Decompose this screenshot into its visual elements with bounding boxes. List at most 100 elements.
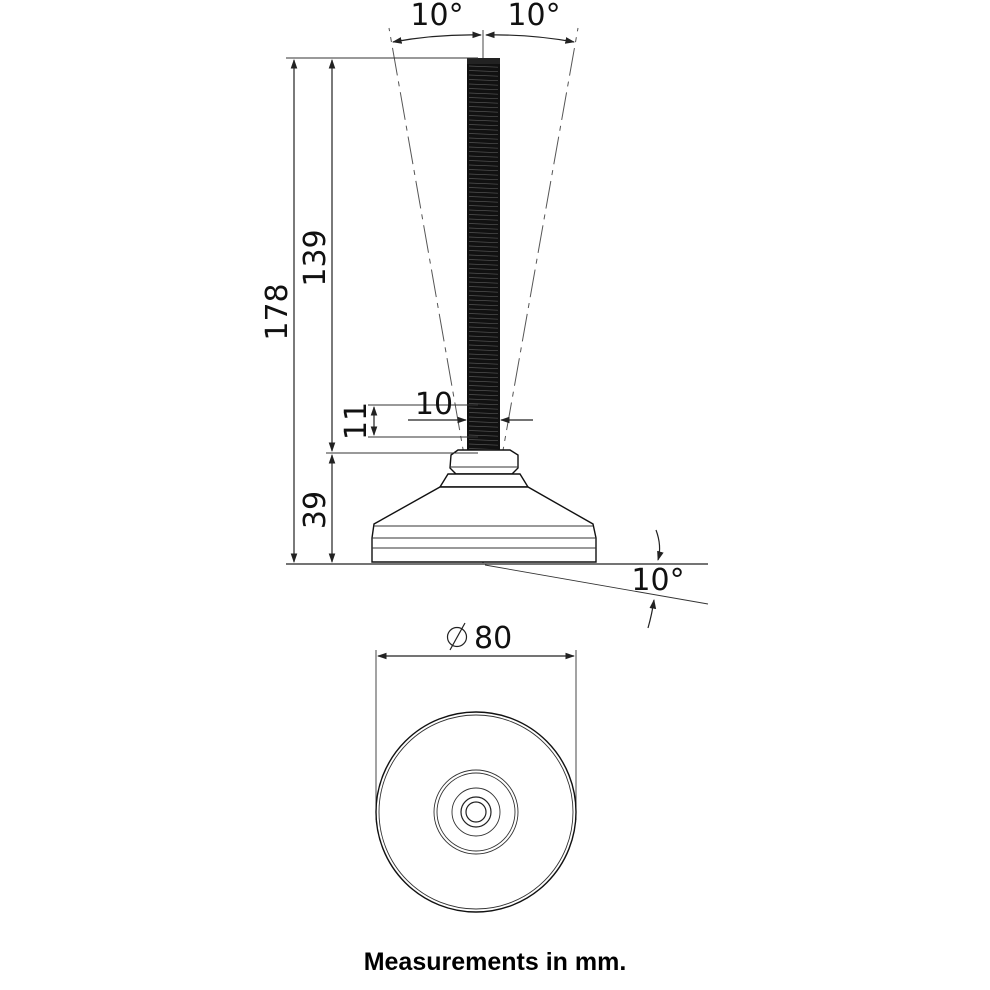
thread-ridge <box>468 421 499 424</box>
thread-ridge <box>468 155 499 158</box>
bolt-hole-outer <box>460 796 492 828</box>
thread-ridge <box>468 169 499 172</box>
thread-ridge <box>468 299 499 302</box>
thread-ridge <box>468 223 499 226</box>
thread-ridge <box>468 119 499 122</box>
hub-outer-circle <box>433 769 519 855</box>
thread-ridge <box>468 416 499 419</box>
thread-diameter-label: 10 <box>415 387 453 422</box>
thread-ridge <box>468 385 499 388</box>
tilt-angle-line <box>484 564 709 605</box>
stud-tip <box>467 58 500 64</box>
thread-ridge <box>468 308 499 311</box>
thread-ridge <box>468 371 499 374</box>
thread-ridge <box>468 133 499 136</box>
thread-ridge <box>468 425 499 428</box>
side-view: 178 139 39 11 10 10° 10° 10° <box>260 0 709 629</box>
thread-ridge <box>468 335 499 338</box>
thread-ridge <box>468 205 499 208</box>
thread-ridge <box>468 317 499 320</box>
thread-ridge <box>468 389 499 392</box>
thread-ridge <box>468 304 499 307</box>
thread-ridge <box>468 232 499 235</box>
thread-ridge <box>468 178 499 181</box>
thread-ridge <box>468 92 499 95</box>
thread-ridge <box>468 245 499 248</box>
thread-ridge <box>468 227 499 230</box>
thread-length-label: 139 <box>298 229 333 286</box>
thread-ridge <box>468 146 499 149</box>
thread-ridge <box>468 263 499 266</box>
thread-ridge <box>468 259 499 262</box>
thread-ridge <box>468 353 499 356</box>
thread-ridge <box>468 106 499 109</box>
ball-joint-collar <box>449 449 519 475</box>
thread-pattern <box>468 65 499 451</box>
angle-right-arc <box>485 31 575 44</box>
thread-ridge <box>468 439 499 442</box>
base-foot <box>371 486 597 563</box>
angle-left-label: 10° <box>410 0 463 33</box>
thread-ridge <box>468 430 499 433</box>
thread-ridge <box>468 187 499 190</box>
thread-ridge <box>468 115 499 118</box>
thread-ridge <box>468 214 499 217</box>
thread-ridge <box>468 128 499 131</box>
thread-ridge <box>468 277 499 280</box>
bottom-view: 80 <box>375 621 577 913</box>
thread-ridge <box>468 254 499 257</box>
thread-ridge <box>468 344 499 347</box>
thread-ridge <box>468 151 499 154</box>
total-height-label: 178 <box>260 283 295 340</box>
thread-ridge <box>468 313 499 316</box>
thread-ridge <box>468 407 499 410</box>
thread-ridge <box>468 218 499 221</box>
bolt-hole-inner <box>465 801 487 823</box>
thread-ridge <box>468 272 499 275</box>
thread-ridge <box>468 326 499 329</box>
thread-ridge <box>468 191 499 194</box>
thread-ridge <box>468 250 499 253</box>
base-height-label: 39 <box>298 491 333 529</box>
thread-ridge <box>468 101 499 104</box>
thread-ridge <box>468 79 499 82</box>
thread-ridge <box>468 173 499 176</box>
base-outer-circle <box>375 711 577 913</box>
thread-ridge <box>468 124 499 127</box>
nut-height-label: 11 <box>339 402 374 440</box>
tilt-angle-label: 10° <box>631 563 684 598</box>
thread-ridge <box>468 398 499 401</box>
angle-right-label: 10° <box>507 0 560 33</box>
angle-left-arc <box>392 31 482 44</box>
thread-ridge <box>468 295 499 298</box>
thread-ridge <box>468 412 499 415</box>
thread-ridge <box>468 367 499 370</box>
thread-ridge <box>468 349 499 352</box>
thread-ridge <box>468 182 499 185</box>
thread-ridge <box>468 236 499 239</box>
thread-ridge <box>468 443 499 446</box>
thread-ridge <box>468 241 499 244</box>
hub-inner-circle <box>451 787 501 837</box>
thread-ridge <box>468 362 499 365</box>
thread-ridge <box>468 403 499 406</box>
thread-ridge <box>468 164 499 167</box>
thread-ridge <box>468 196 499 199</box>
thread-ridge <box>468 142 499 145</box>
thread-ridge <box>468 110 499 113</box>
measurement-caption: Measurements in mm. <box>363 948 627 976</box>
thread-ridge <box>468 281 499 284</box>
thread-ridge <box>468 394 499 397</box>
thread-ridge <box>468 83 499 86</box>
tilt-angle-arrow-top <box>655 529 664 561</box>
thread-ridge <box>468 65 499 68</box>
thread-ridge <box>468 286 499 289</box>
thread-ridge <box>468 434 499 437</box>
thread-ridge <box>468 209 499 212</box>
thread-ridge <box>468 340 499 343</box>
thread-ridge <box>468 97 499 100</box>
thread-ridge <box>468 200 499 203</box>
thread-ridge <box>468 70 499 73</box>
thread-ridge <box>468 358 499 361</box>
